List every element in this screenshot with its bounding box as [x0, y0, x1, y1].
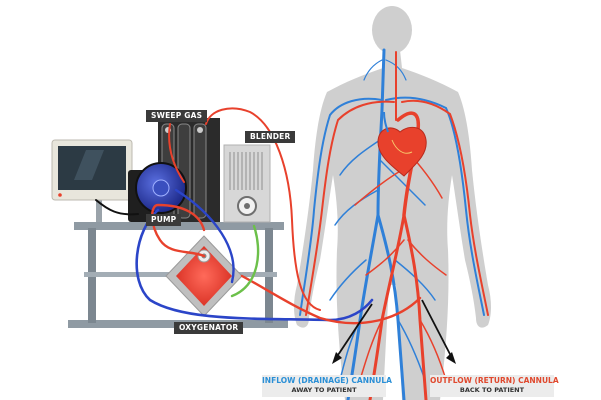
label-pump: PUMP: [146, 214, 182, 226]
inflow-caption-subtitle: AWAY TO PATIENT: [291, 386, 357, 394]
pump-to-oxygenator-tube: [174, 188, 235, 284]
cannula-pointer-arrows: [332, 299, 456, 364]
monitor-cable: [95, 199, 139, 216]
heart: [377, 111, 427, 177]
sweep-gas-line: [205, 107, 321, 311]
label-sweep-gas: SWEEP GAS: [146, 110, 208, 122]
pump-unit: [128, 162, 187, 222]
label-blender: BLENDER: [245, 131, 296, 143]
circuit-tubing: [95, 107, 422, 325]
outflow-caption: OUTFLOW (RETURN) CANNULA BACK TO PATIENT: [430, 375, 559, 397]
monitor: [51, 139, 133, 222]
arterial-return-tube: [240, 274, 422, 325]
head: [372, 6, 412, 54]
inflow-caption-title: INFLOW (DRAINAGE) CANNULA: [262, 376, 392, 385]
gas-supply-line: [230, 224, 260, 298]
outflow-caption-title: OUTFLOW (RETURN) CANNULA: [430, 376, 559, 385]
body-outline: [294, 50, 491, 400]
cart-top-shelf: [74, 222, 284, 230]
outflow-caption-subtitle: BACK TO PATIENT: [459, 386, 525, 394]
human-body-silhouette: [294, 6, 491, 400]
arterial-vessels: [305, 51, 489, 400]
venous-drainage-tube: [135, 208, 374, 322]
inflow-caption: INFLOW (DRAINAGE) CANNULA AWAY TO PATIEN…: [262, 375, 392, 397]
oxygenator-gas-link: [168, 123, 185, 183]
oxygenator-unit: [165, 235, 243, 317]
label-oxygenator: OXYGENATOR: [174, 322, 244, 334]
blender-unit: [223, 144, 271, 223]
